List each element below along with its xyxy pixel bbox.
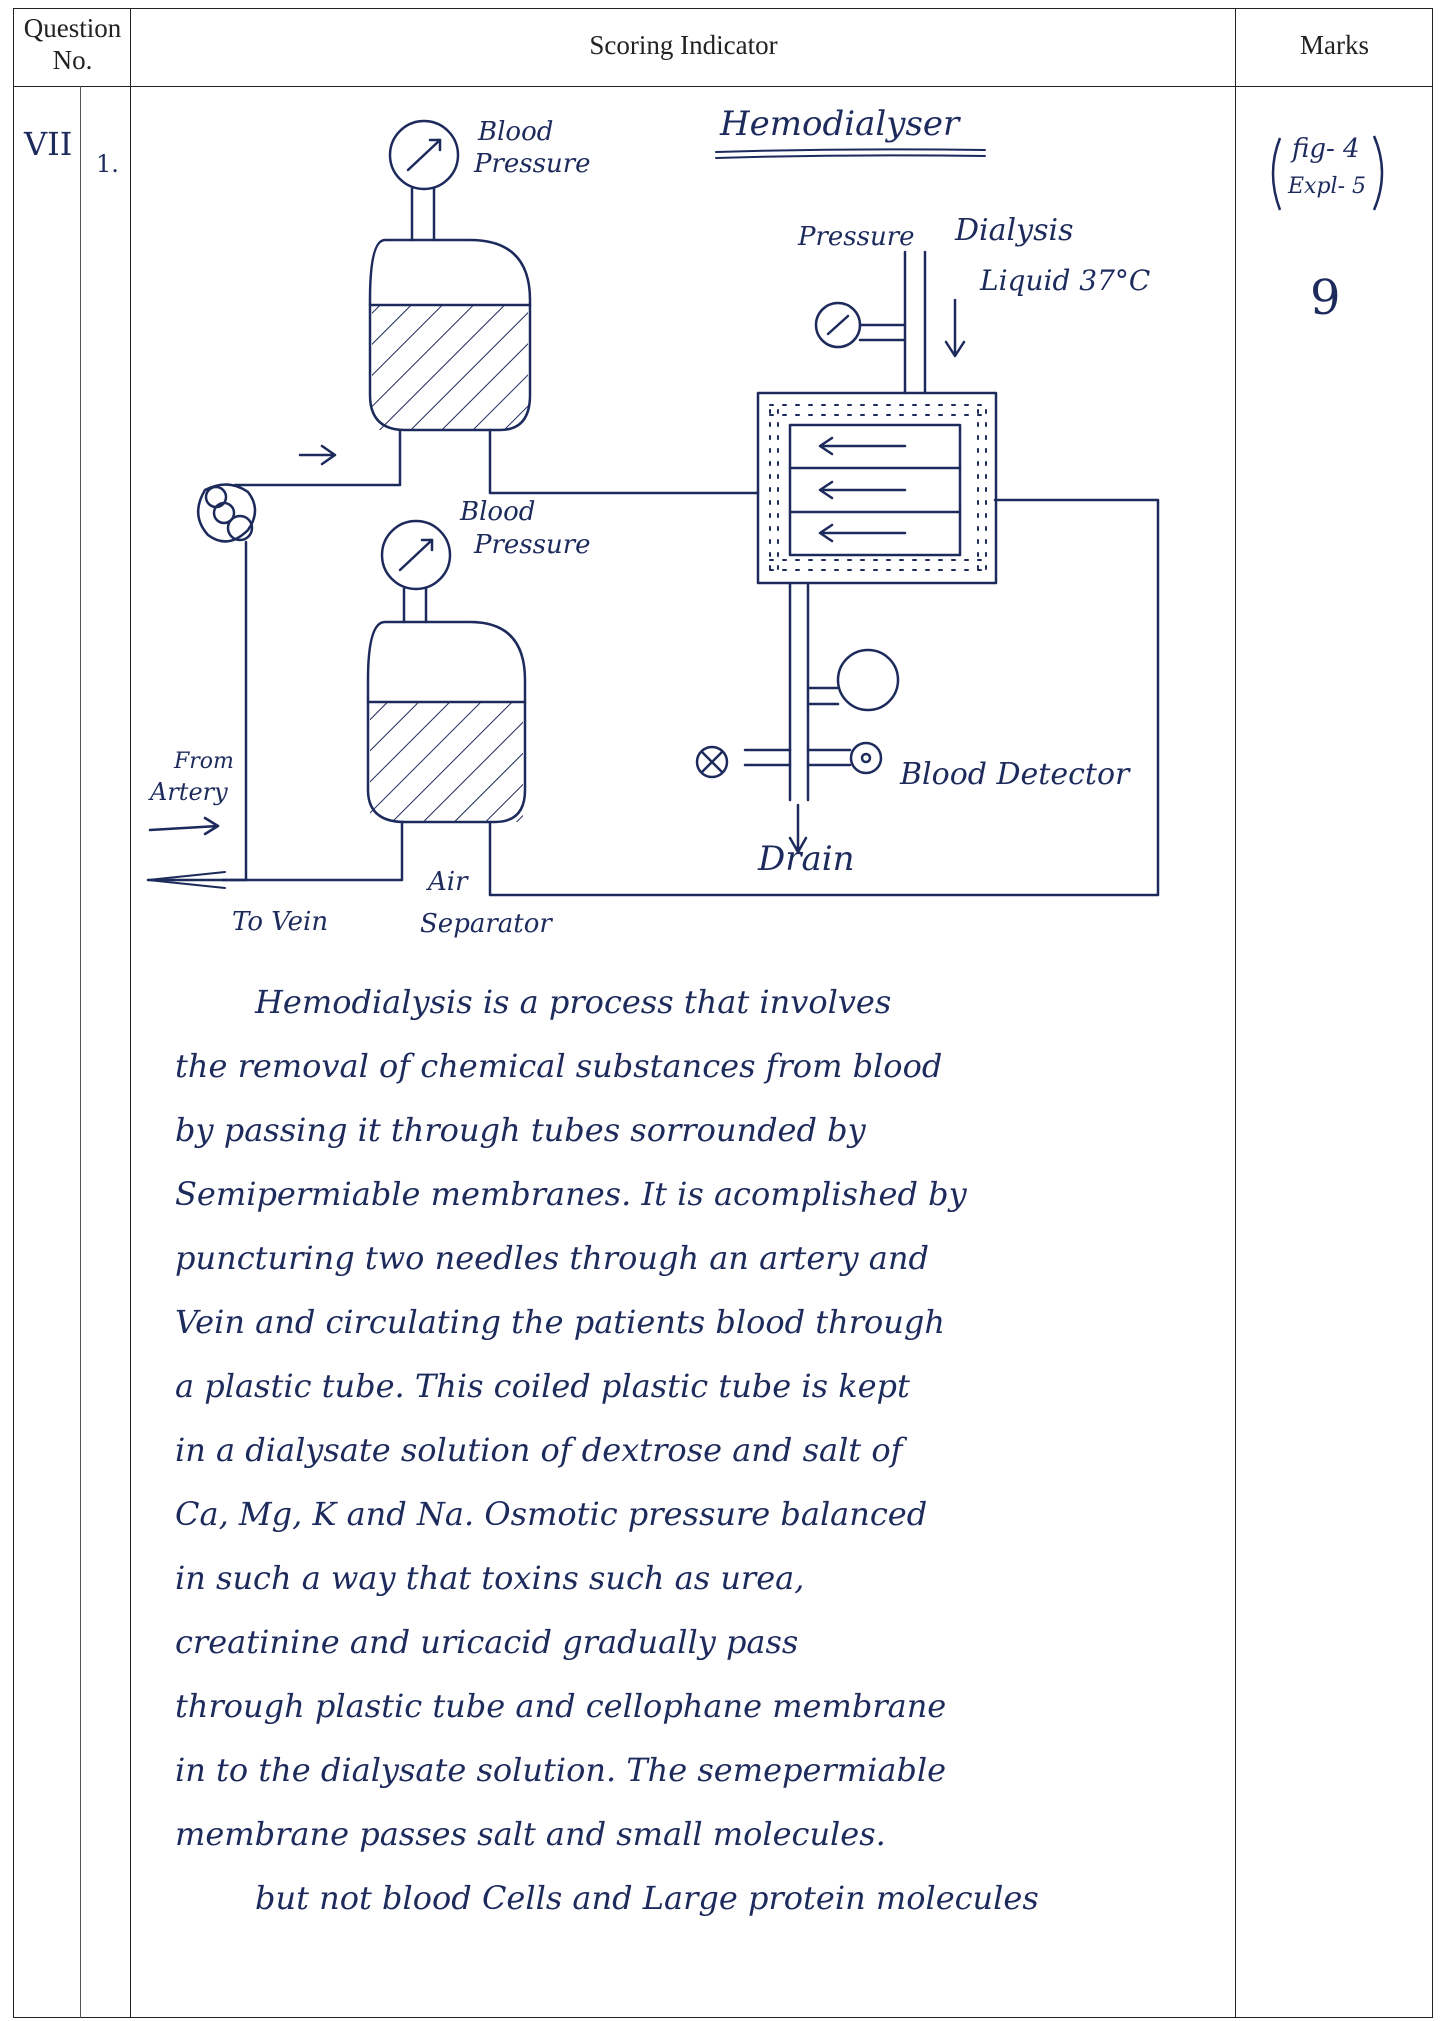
label-blood-detector: Blood Detector <box>899 757 1131 792</box>
blood-pump <box>198 484 255 541</box>
arterial-line <box>235 430 400 485</box>
paragraph-line: through plastic tube and cellophane memb… <box>175 1674 1345 1738</box>
label-to-vein: To Vein <box>232 907 328 937</box>
mid-pressure-gauge <box>382 521 450 622</box>
dialysate-pressure-gauge <box>816 303 905 347</box>
paragraph-line: Hemodialysis is a process that involves <box>255 970 1425 1034</box>
label-blood-top: Blood <box>477 117 553 147</box>
paragraph-line: creatinine and uricacid gradually pass <box>175 1610 1345 1674</box>
top-pressure-gauge <box>390 121 458 240</box>
paragraph-line: Ca, Mg, K and Na. Osmotic pressure balan… <box>175 1482 1345 1546</box>
paragraph-line: a plastic tube. This coiled plastic tube… <box>175 1354 1345 1418</box>
label-blood-mid: Blood <box>459 497 535 527</box>
drain-pipe <box>790 583 808 800</box>
label-pressure-top: Pressure <box>473 149 591 179</box>
paragraph-line: in such a way that toxins such as urea, <box>175 1546 1345 1610</box>
paragraph-line: in to the dialysate solution. The semepe… <box>175 1738 1345 1802</box>
diagram-title: Hemodialyser <box>719 104 961 144</box>
dialysate-inlet <box>905 252 925 393</box>
label-separator: Separator <box>420 909 553 939</box>
dialyser-unit <box>758 393 996 583</box>
label-artery: Artery <box>148 778 228 806</box>
paragraph-line: in a dialysate solution of dextrose and … <box>175 1418 1345 1482</box>
label-dialysis: Dialysis <box>954 213 1073 248</box>
top-blood-chamber <box>370 240 530 430</box>
paragraph-line: Vein and circulating the patients blood … <box>175 1290 1345 1354</box>
blood-detector <box>697 650 898 777</box>
label-from: From <box>173 749 234 774</box>
paragraph-line: Semipermiable membranes. It is acomplish… <box>175 1162 1345 1226</box>
paragraph-line: the removal of chemical substances from … <box>175 1034 1345 1098</box>
hemodialyser-diagram: Hemodialyser Blood Pressure Pressure Dia… <box>0 0 1446 960</box>
air-separator-chamber <box>368 622 525 822</box>
label-air: Air <box>426 867 469 897</box>
label-pressure-mid: Pressure <box>473 530 591 560</box>
paragraph-line: by passing it through tubes sorrounded b… <box>175 1098 1345 1162</box>
label-liquid-temp: Liquid 37°C <box>979 264 1150 297</box>
line-to-dialyser <box>490 430 758 493</box>
paragraph-line: but not blood Cells and Large protein mo… <box>255 1866 1425 1930</box>
paragraph-line: puncturing two needles through an artery… <box>175 1226 1345 1290</box>
paragraph-line: membrane passes salt and small molecules… <box>175 1802 1345 1866</box>
label-drain: Drain <box>757 839 855 879</box>
label-pressure: Pressure <box>797 222 915 252</box>
